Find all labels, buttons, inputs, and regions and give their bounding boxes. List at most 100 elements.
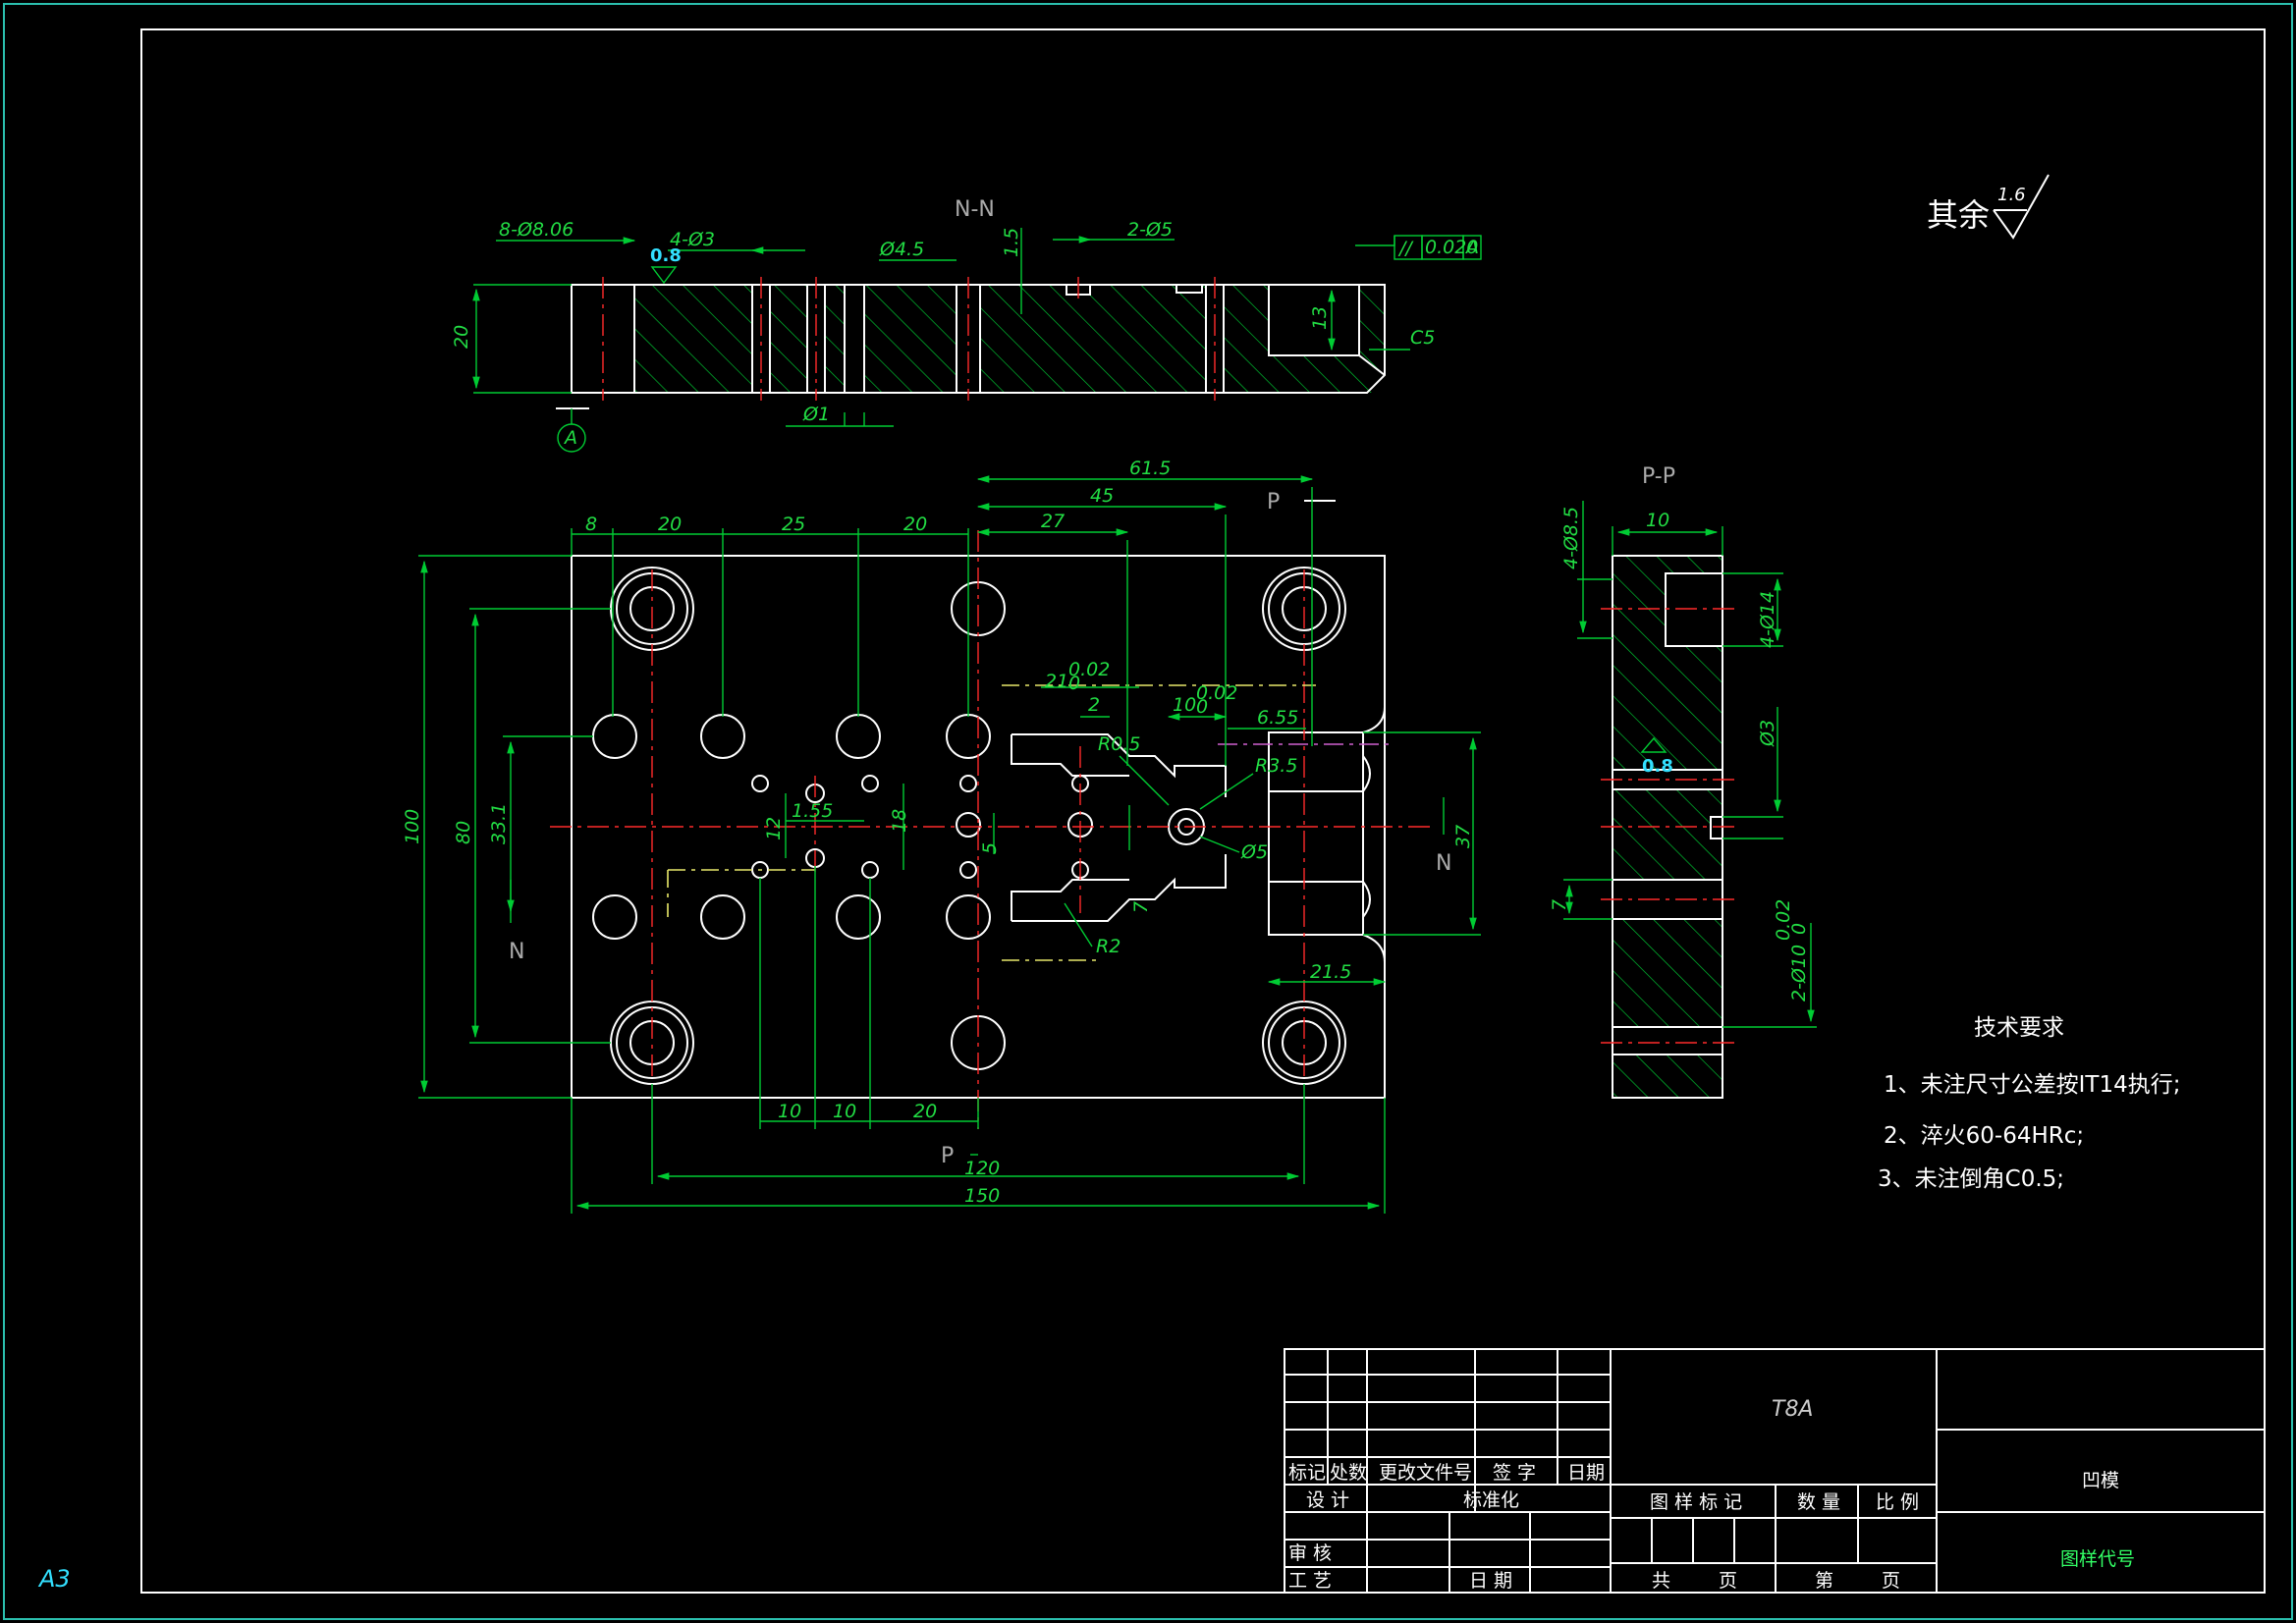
roughness-prefix: 其余 [1927,196,1990,234]
plan-dim-37: 37 [1452,825,1474,848]
tb-process: 工 艺 [1288,1570,1332,1592]
nn-dim-8-phi8: 8-Ø8.06 [499,219,574,241]
plan-r0-5: R0.5 [1098,733,1140,755]
tb-date: 日 期 [1469,1570,1512,1592]
plan-dim-21-tol-low: 0 [1068,673,1080,694]
technical-notes: 技术要求 1、未注尺寸公差按IT14执行; 2、淬火60-64HRc; 3、未注… [1878,1015,2180,1192]
tb-rev-date: 日期 [1567,1462,1605,1484]
nn-dim-4-phi3: 4-Ø3 [670,229,715,250]
tb-total-label: 共 [1652,1570,1670,1592]
nn-dim-phi1: Ø1 [802,404,830,425]
pp-dim-phi3: Ø3 [1757,720,1778,747]
plan-dim-10-tol: 0.02 [1196,682,1237,704]
plan-dim-bot-10a: 10 [778,1101,801,1122]
general-roughness: 其余 1.6 [1927,174,2050,240]
roughness-local-1: 0.8 [650,245,682,266]
plan-dim-21-5: 21.5 [1310,961,1351,983]
nn-title: N-N [955,197,995,222]
tb-mark-label: 图 样 标 记 [1650,1491,1742,1513]
tol-symbol: // [1397,238,1414,259]
plan-dim-10-tol-low: 0 [1196,696,1208,718]
plan-dim-61-5: 61.5 [1129,458,1171,479]
pp-dim-2-phi10-tol-low: 0 [1788,923,1810,935]
sheet-inner-border [140,28,2266,1594]
nn-dim-2-phi5: 2-Ø5 [1127,219,1173,241]
plan-dim-bot-10b: 10 [833,1101,856,1122]
plan-dim-1-55: 1.55 [792,800,833,822]
plan-dim-5: 5 [979,842,1001,854]
plan-dim-10: 10 [1173,694,1196,716]
plan-dim-20a: 20 [658,514,682,535]
tb-design: 设 计 [1306,1489,1349,1511]
tb-rev-sign: 签 字 [1493,1462,1536,1484]
tb-rev-mark: 标记 [1288,1462,1326,1484]
plan-dim-21-tol: 0.02 [1068,659,1110,680]
plan-phi5: Ø5 [1240,841,1268,863]
tb-scale-label: 比 例 [1876,1491,1919,1513]
tb-rev-count: 处数 [1330,1462,1367,1484]
roughness-local-2: 0.8 [1642,756,1673,777]
nn-dim-c5: C5 [1410,327,1435,349]
nn-dim-1-5: 1.5 [1001,228,1022,257]
plan-dim-45: 45 [1090,485,1114,507]
tb-qty-label: 数 量 [1797,1491,1840,1513]
pp-dim-4-phi14: 4-Ø14 [1757,591,1778,648]
plan-dim-21: 21 [1045,671,1068,692]
nn-dim-20: 20 [451,325,472,349]
sheet-size-label: A3 [37,1565,71,1593]
tol-value: 0.020 [1425,237,1478,258]
notes-title: 技术要求 [1974,1015,2064,1041]
plan-dim-80: 80 [453,821,474,844]
punch-profile-lower [1011,854,1227,922]
section-mark-p-top: P [1267,490,1280,514]
plan-dim-18: 18 [889,809,910,833]
tb-rev-doc: 更改文件号 [1379,1462,1472,1484]
tb-page-label: 页 [1719,1570,1737,1592]
plan-dim-6-55: 6.55 [1257,707,1298,729]
plan-dim-2: 2 [1088,694,1100,716]
roughness-value: 1.6 [1997,185,2026,205]
note-3: 3、未注倒角C0.5; [1878,1166,2064,1192]
section-mark-p-bottom: P [941,1144,954,1168]
note-1: 1、未注尺寸公差按IT14执行; [1884,1072,2180,1098]
tb-part-name: 凹模 [2082,1470,2119,1491]
note-2: 2、淬火60-64HRc; [1884,1123,2084,1149]
pp-dim-2-phi10-tol: 0.02 [1773,899,1794,941]
tb-sheet-label: 第 [1815,1570,1833,1592]
tb-review: 审 核 [1288,1542,1332,1564]
pp-dim-2-phi10: 2-Ø10 [1788,945,1810,1001]
tb-drawing-no-label: 图样代号 [2060,1548,2135,1570]
plan-dim-25: 25 [782,514,805,535]
pp-dim-10: 10 [1646,510,1669,531]
plan-view: P N N P 8 20 25 20 61.5 45 27 21 0.02 0 … [402,458,1481,1214]
tol-datum: A [1464,237,1479,258]
section-mark-n-right: N [1436,851,1451,876]
pp-dim-4-phi8-5: 4-Ø8.5 [1560,507,1582,569]
plan-dim-8: 8 [585,514,597,535]
nn-section-view: N-N [451,197,1482,453]
plan-r3-5: R3.5 [1255,755,1297,777]
plan-dim-20b: 20 [903,514,927,535]
section-mark-n-left: N [509,940,524,964]
plan-dim-27: 27 [1041,511,1065,532]
plan-dim-12: 12 [763,817,785,840]
plan-dim-7: 7 [1130,901,1152,913]
tb-standard: 标准化 [1463,1489,1519,1511]
tb-material: T8A [1772,1397,1814,1422]
plan-dim-bot-20: 20 [913,1101,937,1122]
tb-page-label-2: 页 [1882,1570,1900,1592]
sheet-outer-border [3,3,2293,1620]
nn-dim-phi4-5: Ø4.5 [879,239,924,260]
nn-dim-13: 13 [1309,306,1331,330]
datum-a: A [563,427,577,449]
plan-dim-100: 100 [402,809,423,844]
pp-section-view: P-P 10 4-Ø8.5 4-Ø14 [1549,464,1817,1099]
pp-title: P-P [1642,464,1675,489]
plan-dim-120: 120 [964,1158,1000,1179]
plan-dim-33-1: 33.1 [488,803,510,844]
punch-profile-upper [1011,733,1227,797]
plan-dim-150: 150 [964,1185,1000,1207]
plan-r2: R2 [1096,936,1121,957]
pp-dim-7: 7 [1549,899,1570,911]
